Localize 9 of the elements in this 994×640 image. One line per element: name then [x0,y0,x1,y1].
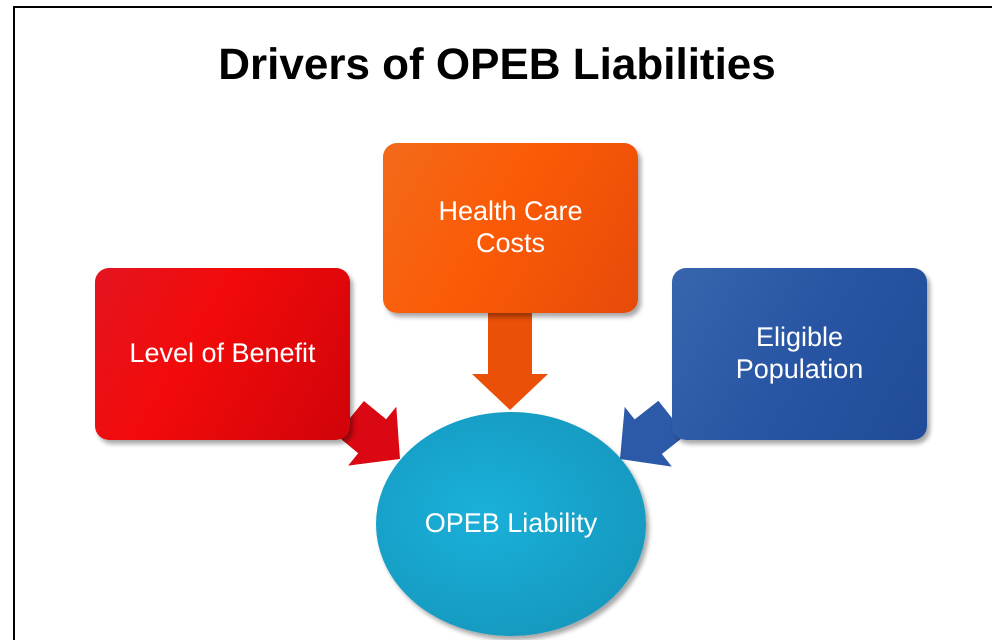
process-box [383,143,638,313]
block-arrow [472,313,548,410]
diagram-title: Drivers of OPEB Liabilities [217,40,777,90]
process-box [95,268,350,440]
node-label: Eligible Population [734,322,864,386]
node-label: OPEB Liability [424,508,598,540]
node-label: Health Care Costs [437,196,584,260]
process-box [672,268,927,440]
node-label: Level of Benefit [129,338,316,370]
